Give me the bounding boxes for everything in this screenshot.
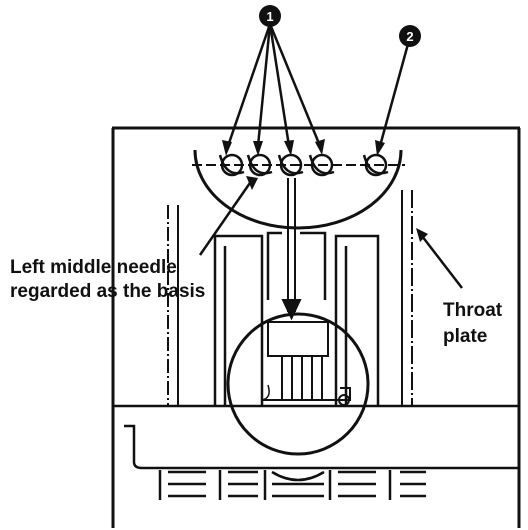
label-left-middle-needle: Left middle needle regarded as the basis — [10, 257, 205, 302]
needle-2-left-middle — [246, 153, 273, 177]
callout-1: 1 — [222, 5, 325, 156]
plate-edge — [113, 404, 519, 470]
label-throat-plate: Throat plate — [443, 300, 503, 347]
callout-2-number: 2 — [406, 29, 413, 44]
needle-1 — [218, 153, 245, 177]
bottom-feed-slots — [158, 470, 426, 500]
callout-1-number: 1 — [266, 9, 273, 24]
needle-bar-halfcircle — [192, 149, 405, 230]
left-needle-label-line1: Left middle needle — [10, 257, 177, 278]
throat-plate-slots — [167, 190, 413, 405]
outer-frame — [111, 126, 521, 528]
callout-2-badge — [399, 25, 421, 47]
throat-plate-leader — [416, 228, 463, 289]
center-reference-line — [281, 178, 302, 321]
needles — [218, 153, 389, 177]
feed-dog-slots — [213, 231, 380, 405]
needle-5 — [362, 153, 389, 177]
callout-2: 2 — [375, 25, 421, 156]
left-needle-label-line2: regarded as the basis — [10, 281, 205, 302]
left-needle-leader — [198, 176, 258, 256]
callout-1-badge — [259, 5, 281, 27]
magnified-detail — [226, 312, 370, 456]
throat-plate-label-line1: Throat — [443, 300, 503, 321]
throat-plate-label-line2: plate — [443, 326, 487, 347]
